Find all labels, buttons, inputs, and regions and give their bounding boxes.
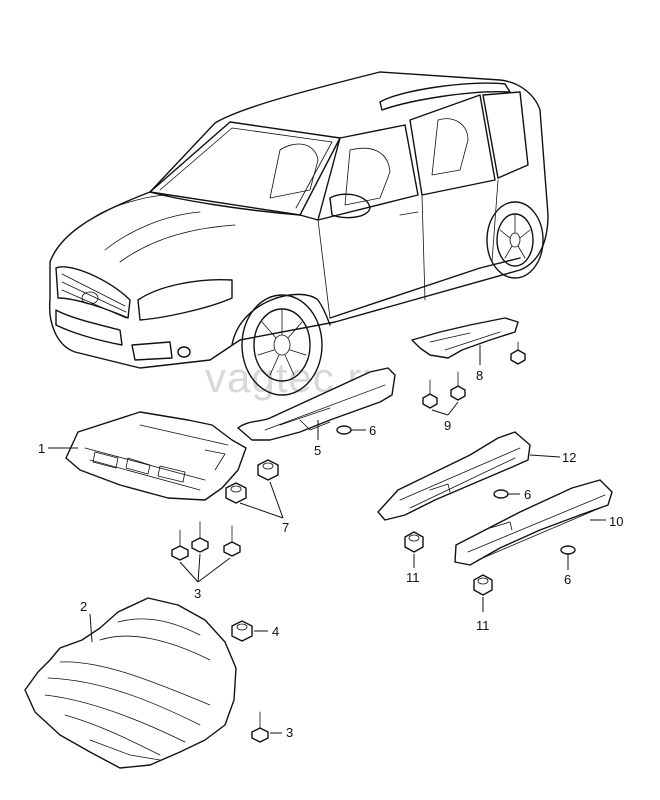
part-5-side-trim (237, 367, 396, 441)
fastener-part-8 (510, 341, 526, 365)
screw-3-a (171, 529, 189, 561)
callout-6-upper: 6 (369, 423, 376, 438)
washer-6-lower (560, 545, 576, 555)
callout-8: 8 (476, 368, 483, 383)
nut-11-b (473, 574, 493, 596)
callout-2: 2 (80, 599, 87, 614)
screw-3-b (191, 521, 209, 553)
screw-9-b (450, 371, 466, 401)
screw-3-lower (251, 711, 269, 743)
callout-11-lower: 11 (476, 618, 490, 633)
washer-6-upper (336, 425, 352, 435)
nut-11-a (404, 531, 424, 553)
nut-7-a (257, 459, 279, 481)
callout-7: 7 (282, 520, 289, 535)
callout-10: 10 (609, 514, 623, 529)
part-2-engine-undertray (24, 597, 237, 769)
part-1-front-undertray (65, 411, 247, 501)
bolt-4 (231, 620, 253, 642)
nut-7-b (225, 482, 247, 504)
screw-3-c (223, 525, 241, 557)
callout-12: 12 (562, 450, 576, 465)
part-12-underbody-panel (377, 431, 531, 521)
callout-3-upper: 3 (194, 586, 201, 601)
part-10-underbody-panel (454, 479, 613, 566)
callout-5: 5 (314, 443, 321, 458)
washer-6-middle (493, 489, 509, 499)
callout-11-upper: 11 (406, 570, 420, 585)
part-8-rear-bracket (411, 317, 519, 359)
callout-3-lower: 3 (286, 725, 293, 740)
callout-9: 9 (444, 418, 451, 433)
callout-1: 1 (38, 441, 45, 456)
callout-6-middle: 6 (524, 487, 531, 502)
screw-9-a (422, 379, 438, 409)
callout-4: 4 (272, 624, 279, 639)
car-illustration (48, 71, 549, 396)
callout-6-lower: 6 (564, 572, 571, 587)
